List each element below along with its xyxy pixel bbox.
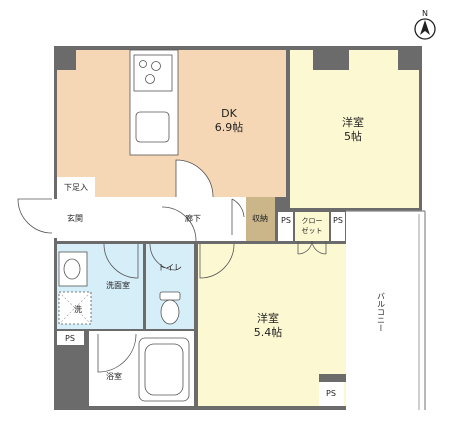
ps-label: PS <box>65 334 75 343</box>
sink-icon <box>135 111 170 143</box>
entrance-label: 玄関 <box>67 213 83 223</box>
door-swing <box>199 243 235 279</box>
compass-icon <box>414 18 436 40</box>
storage-closet <box>246 197 275 241</box>
toilet-icon <box>159 291 181 325</box>
entrance-opening <box>52 199 58 238</box>
closet-door-swing <box>297 240 327 255</box>
entrance-door-swing <box>17 198 53 234</box>
stove-burner-icon <box>139 60 147 68</box>
washing-machine-area <box>58 291 92 325</box>
balcony-label: バルコニー <box>377 292 386 332</box>
door-swing <box>231 198 245 235</box>
closet-label-line-1: クロー <box>302 217 323 225</box>
washroom-label: 洗面室 <box>106 280 130 290</box>
ps-label: PS <box>281 216 291 225</box>
door-swing <box>175 159 214 198</box>
ps-box-4 <box>319 381 344 406</box>
door-swing <box>161 206 197 242</box>
dk-name: DK <box>221 107 237 120</box>
western-room-1-name: 洋室 <box>342 115 364 129</box>
pillar <box>54 46 76 70</box>
door-swing <box>149 243 177 271</box>
shoe-cabinet <box>57 177 95 197</box>
closet-label-line-2: ゼット <box>302 226 323 235</box>
corridor-floor <box>57 197 246 241</box>
ps-box-2 <box>331 212 345 241</box>
stove-burner-icon <box>145 74 155 84</box>
pillar <box>313 46 349 70</box>
kitchen-counter <box>129 49 179 156</box>
compass-north-label: N <box>422 9 428 18</box>
ps-label: PS <box>326 389 336 398</box>
bathroom-label: 浴室 <box>106 371 122 381</box>
shoe-cabinet-label: 下足入 <box>64 183 88 192</box>
western-room-1-size: 5帖 <box>344 130 362 143</box>
washing-machine-label: 洗 <box>74 304 82 314</box>
western-room-1-floor <box>290 50 419 208</box>
pillar <box>398 46 422 70</box>
bathtub-icon <box>138 337 190 402</box>
stove-burner-icon <box>151 61 161 71</box>
storage-label: 収納 <box>252 213 268 223</box>
toilet-label: トイレ <box>158 263 182 272</box>
western-room-2-size: 5.4帖 <box>254 326 283 339</box>
washbasin-icon <box>58 251 88 287</box>
western-room-2-name: 洋室 <box>257 311 279 325</box>
pillar <box>319 374 346 382</box>
ps-box-1 <box>278 212 293 241</box>
balcony-floor <box>346 211 422 410</box>
door-swing <box>103 243 139 279</box>
ps-box-3 <box>57 331 84 345</box>
balcony-gap <box>422 208 425 410</box>
corridor-label: 廊下 <box>185 213 201 223</box>
dk-size: 6.9帖 <box>215 121 244 134</box>
door-swing <box>97 333 137 373</box>
closet <box>295 212 329 241</box>
ps-label: PS <box>333 216 343 225</box>
